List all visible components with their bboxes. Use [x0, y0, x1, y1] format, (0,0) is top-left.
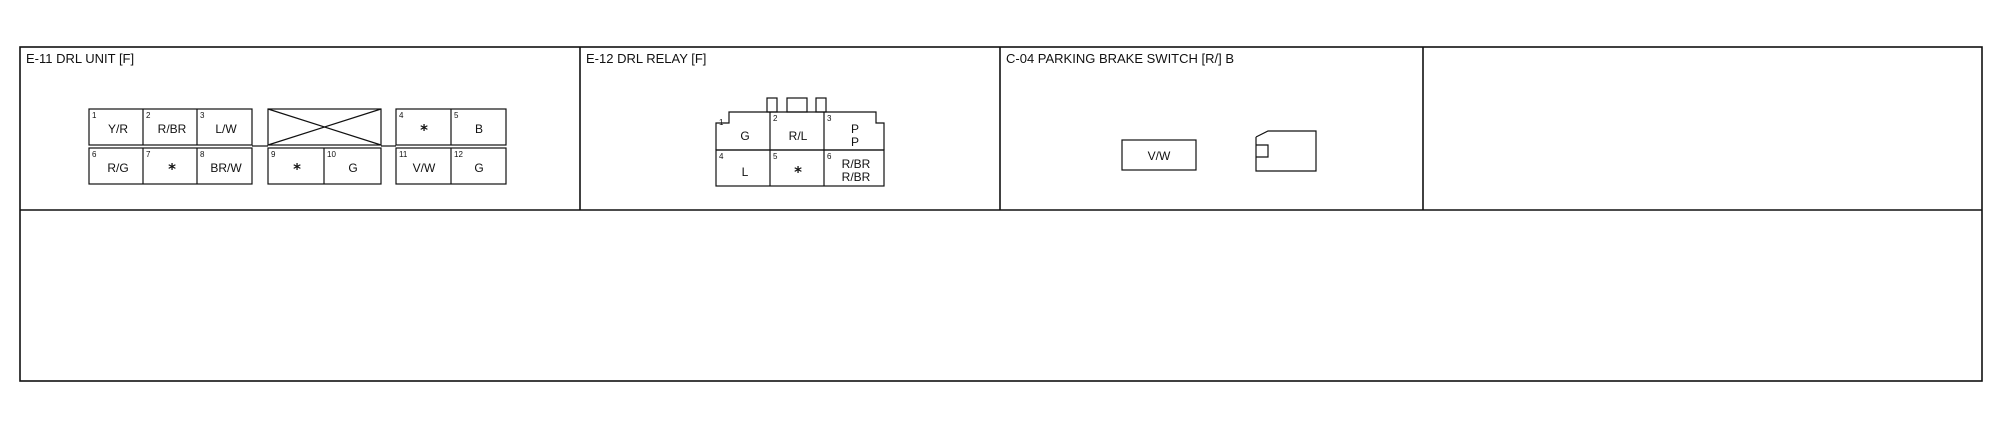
e11-pin-10: 10 — [327, 150, 336, 159]
e11-pin-1: 1 — [92, 111, 97, 120]
e11-wire-10: G — [348, 161, 357, 175]
e12-wire-2: R/L — [789, 129, 808, 143]
e11-wire-3: L/W — [215, 122, 237, 136]
e11-wire-6: R/G — [107, 161, 128, 175]
e12-pin-6: 6 — [827, 152, 832, 161]
c04-wire: V/W — [1148, 149, 1171, 163]
e12-wire-6b: R/BR — [842, 170, 871, 184]
c04-terminal — [1121, 139, 1197, 171]
e11-pin-6: 6 — [92, 150, 97, 159]
e12-pin-3: 3 — [827, 114, 832, 123]
e11-pin-7: 7 — [146, 150, 151, 159]
e11-wire-5: B — [475, 122, 483, 136]
e12-wire-4: L — [742, 165, 749, 179]
e11-wire-9: * — [293, 160, 301, 178]
e12-wire-3a: P — [851, 122, 859, 136]
e12-wire-1: G — [740, 129, 749, 143]
panel-title-e12: E-12 DRL RELAY [F] — [586, 51, 706, 66]
outer-frame — [19, 46, 1983, 382]
e12-wire-3b: P — [851, 135, 859, 149]
e11-pin-9: 9 — [271, 150, 276, 159]
e11-wire-8: BR/W — [210, 161, 242, 175]
e12-pin-4: 4 — [719, 152, 724, 161]
panel-title-e11: E-11 DRL UNIT [F] — [26, 51, 134, 66]
e12-wire-5: * — [794, 163, 802, 181]
e11-wire-7: * — [168, 160, 176, 178]
e11-wire-4: * — [420, 121, 428, 139]
e11-pin-11: 11 — [399, 150, 408, 159]
c04-connector-body — [1255, 130, 1317, 172]
e11-connector — [88, 108, 507, 185]
e12-pin-5: 5 — [773, 152, 778, 161]
e11-wire-11: V/W — [413, 161, 436, 175]
e11-wire-12: G — [474, 161, 483, 175]
e11-pin-12: 12 — [454, 150, 463, 159]
e11-pin-3: 3 — [200, 111, 205, 120]
e12-wire-6a: R/BR — [842, 157, 871, 171]
e11-pin-5: 5 — [454, 111, 459, 120]
e12-pin-1: 1 — [719, 118, 724, 127]
e12-pin-2: 2 — [773, 114, 778, 123]
e11-pin-8: 8 — [200, 150, 205, 159]
panel-title-c04: C-04 PARKING BRAKE SWITCH [R/] B — [1006, 51, 1234, 66]
e12-connector — [715, 97, 885, 187]
e11-wire-1: Y/R — [108, 122, 128, 136]
e11-wire-2: R/BR — [158, 122, 187, 136]
e11-pin-4: 4 — [399, 111, 404, 120]
e11-pin-2: 2 — [146, 111, 151, 120]
